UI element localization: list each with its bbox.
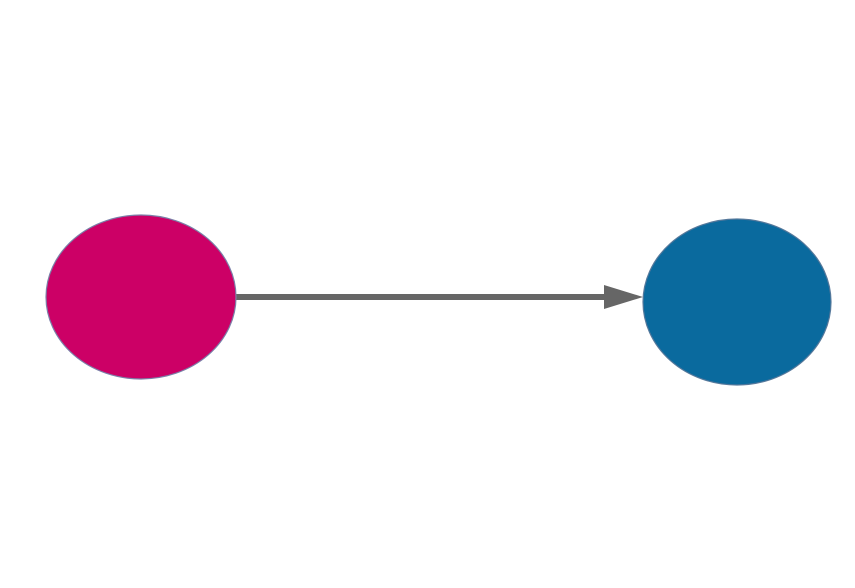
node-source[interactable] bbox=[45, 214, 237, 380]
node-target-ellipse[interactable] bbox=[642, 218, 832, 386]
edge-layer bbox=[236, 285, 643, 309]
edge-source-to-target[interactable] bbox=[236, 285, 643, 309]
node-source-ellipse[interactable] bbox=[45, 214, 237, 380]
arrowhead-icon bbox=[604, 285, 643, 309]
node-layer bbox=[45, 214, 832, 386]
node-target[interactable] bbox=[642, 218, 832, 386]
